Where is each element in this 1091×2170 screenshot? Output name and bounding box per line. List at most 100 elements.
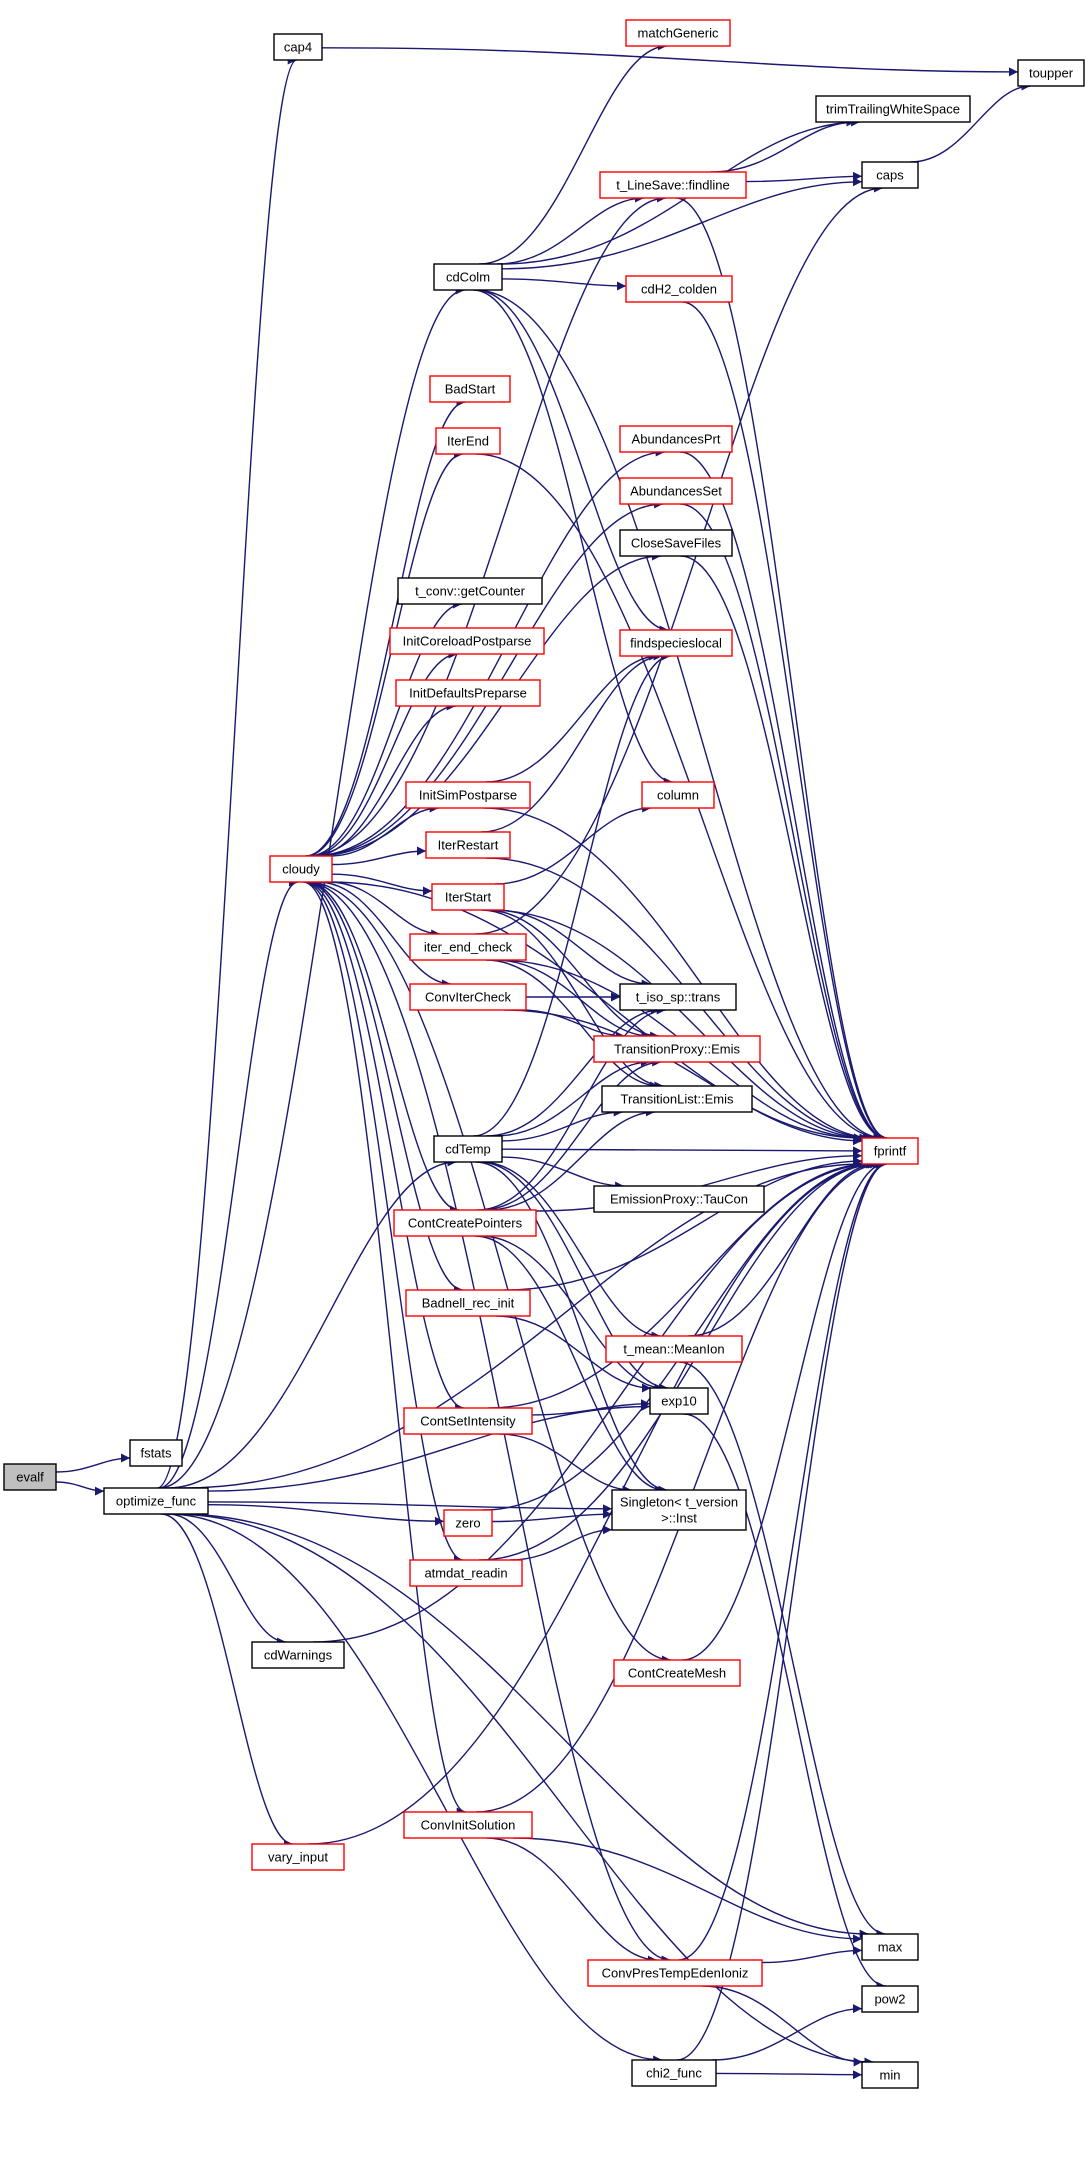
node-box-IterEnd xyxy=(435,427,501,455)
node-findspecieslocal[interactable]: findspecieslocal xyxy=(619,629,733,657)
edge-ContSetIntensity-to-exp10 xyxy=(531,1399,651,1416)
node-column[interactable]: column xyxy=(641,781,715,809)
node-box-optimize_func xyxy=(103,1487,209,1515)
node-optimize_func: optimize_func xyxy=(103,1487,209,1515)
node-label-toupper: toupper xyxy=(1029,66,1074,81)
node-label-ContSetIntensity: ContSetIntensity xyxy=(420,1414,516,1429)
node-IterStart[interactable]: IterStart xyxy=(431,883,505,911)
node-IterEnd[interactable]: IterEnd xyxy=(435,427,501,455)
node-label-Inst: Singleton< t_version xyxy=(620,1495,738,1510)
node-AbundancesPrt[interactable]: AbundancesPrt xyxy=(619,425,733,453)
edge-cdTemp-to-TauCon xyxy=(501,1156,625,1191)
edge-ConvPresTempEdenIoniz-to-fprintf xyxy=(678,1159,887,1961)
node-label-column: column xyxy=(657,788,699,803)
node-label-zero: zero xyxy=(455,1516,480,1531)
node-Inst: Singleton< t_version>::Inst xyxy=(611,1489,747,1531)
node-label-IterRestart: IterRestart xyxy=(438,838,499,853)
node-label-exp10: exp10 xyxy=(661,1394,696,1409)
node-box-ContCreateMesh xyxy=(613,1659,741,1687)
node-BadStart[interactable]: BadStart xyxy=(429,375,511,403)
node-label-max: max xyxy=(878,1940,903,1955)
node-InitDefaultsPreparse[interactable]: InitDefaultsPreparse xyxy=(395,679,541,707)
node-box-cap4 xyxy=(273,33,323,61)
edge-iter_end_check-to-TPEmis xyxy=(494,959,651,1041)
node-cloudy[interactable]: cloudy xyxy=(269,855,333,883)
node-cdH2_colden[interactable]: cdH2_colden xyxy=(625,275,733,303)
node-zero[interactable]: zero xyxy=(443,1509,493,1537)
node-box-fstats xyxy=(129,1439,183,1467)
edge-optimize_func-to-cloudy xyxy=(158,877,299,1489)
node-label-AbundancesSet: AbundancesSet xyxy=(630,484,722,499)
node-box-AbundancesSet xyxy=(619,477,733,505)
node-box-iter_end_check xyxy=(409,933,527,961)
edge-iter_end_check-to-TLEmis xyxy=(485,959,660,1091)
edge-ConvIterCheck-to-fprintf xyxy=(503,1009,863,1146)
node-fprintf[interactable]: fprintf xyxy=(861,1137,919,1165)
edge-ContCreatePointers-to-trans xyxy=(477,1005,666,1211)
node-label-Inst: >::Inst xyxy=(661,1511,697,1526)
node-InitSimPostparse[interactable]: InitSimPostparse xyxy=(405,781,531,809)
node-TPEmis[interactable]: TransitionProxy::Emis xyxy=(593,1035,761,1063)
node-IterRestart[interactable]: IterRestart xyxy=(425,831,511,859)
node-findline[interactable]: t_LineSave::findline xyxy=(599,171,747,199)
node-ContCreateMesh[interactable]: ContCreateMesh xyxy=(613,1659,741,1687)
node-label-trans: t_iso_sp::trans xyxy=(636,990,721,1005)
edge-cloudy-to-IterStart xyxy=(331,873,433,896)
node-box-Badnell_rec_init xyxy=(405,1289,531,1317)
node-trans: t_iso_sp::trans xyxy=(619,983,737,1011)
edges-layer xyxy=(55,41,1031,2080)
node-Badnell_rec_init[interactable]: Badnell_rec_init xyxy=(405,1289,531,1317)
edge-ContCreatePointers-to-Inst xyxy=(474,1235,665,1495)
edge-zero-to-Inst xyxy=(491,1509,613,1523)
edge-cloudy-to-ContCreateMesh xyxy=(307,881,671,1665)
node-matchGeneric[interactable]: matchGeneric xyxy=(625,19,731,47)
node-ConvIterCheck[interactable]: ConvIterCheck xyxy=(409,983,527,1011)
node-box-findline xyxy=(599,171,747,199)
node-atmdat_readin[interactable]: atmdat_readin xyxy=(409,1559,523,1587)
edge-cdColm-to-cdH2_colden xyxy=(501,278,627,291)
node-box-getCounter xyxy=(397,577,543,605)
node-label-fstats: fstats xyxy=(140,1446,172,1461)
node-label-Badnell_rec_init: Badnell_rec_init xyxy=(422,1296,515,1311)
edge-cdTemp-to-trans xyxy=(485,1005,661,1137)
edge-IterStart-to-trans xyxy=(495,909,651,989)
node-ContSetIntensity[interactable]: ContSetIntensity xyxy=(403,1407,533,1435)
node-InitCoreloadPostparse[interactable]: InitCoreloadPostparse xyxy=(389,627,545,655)
node-label-min: min xyxy=(880,2068,901,2083)
node-ConvPresTempEdenIoniz[interactable]: ConvPresTempEdenIoniz xyxy=(587,1959,763,1987)
edge-ContCreatePointers-to-TLEmis xyxy=(487,1107,655,1211)
edge-caps-to-toupper xyxy=(910,81,1031,163)
node-cap4: cap4 xyxy=(273,33,323,61)
node-label-getCounter: t_conv::getCounter xyxy=(415,584,526,599)
edge-cap4-to-toupper xyxy=(321,47,1019,77)
node-vary_input[interactable]: vary_input xyxy=(251,1843,345,1871)
edge-findline-to-caps xyxy=(745,171,863,183)
node-label-matchGeneric: matchGeneric xyxy=(638,26,719,41)
node-AbundancesSet[interactable]: AbundancesSet xyxy=(619,477,733,505)
node-box-fprintf xyxy=(861,1137,919,1165)
edge-cloudy-to-iter_end_check xyxy=(328,881,441,939)
edge-cdColm-to-findline xyxy=(496,193,645,265)
node-caps: caps xyxy=(861,161,919,189)
node-box-TauCon xyxy=(593,1185,765,1213)
edge-cdColm-to-column xyxy=(473,289,673,787)
node-box-Inst xyxy=(611,1489,747,1531)
node-ConvInitSolution[interactable]: ConvInitSolution xyxy=(403,1811,533,1839)
node-box-atmdat_readin xyxy=(409,1559,523,1587)
node-ContCreatePointers[interactable]: ContCreatePointers xyxy=(393,1209,537,1237)
edge-cloudy-to-InitCoreloadPostparse xyxy=(310,649,458,857)
edge-cloudy-to-ContCreatePointers xyxy=(306,881,460,1215)
edge-cdColm-to-matchGeneric xyxy=(479,41,667,265)
node-label-InitCoreloadPostparse: InitCoreloadPostparse xyxy=(403,634,532,649)
node-box-TPEmis xyxy=(593,1035,761,1063)
edge-evalf-to-fstats xyxy=(55,1453,131,1473)
edge-cloudy-to-atmdat_readin xyxy=(303,881,464,1565)
node-box-cdH2_colden xyxy=(625,275,733,303)
node-box-zero xyxy=(443,1509,493,1537)
node-box-InitCoreloadPostparse xyxy=(389,627,545,655)
edge-cdColm-to-findspecieslocal xyxy=(475,289,669,635)
node-MeanIon[interactable]: t_mean::MeanIon xyxy=(605,1335,743,1363)
node-iter_end_check[interactable]: iter_end_check xyxy=(409,933,527,961)
edge-optimize_func-to-min xyxy=(172,1513,874,2067)
